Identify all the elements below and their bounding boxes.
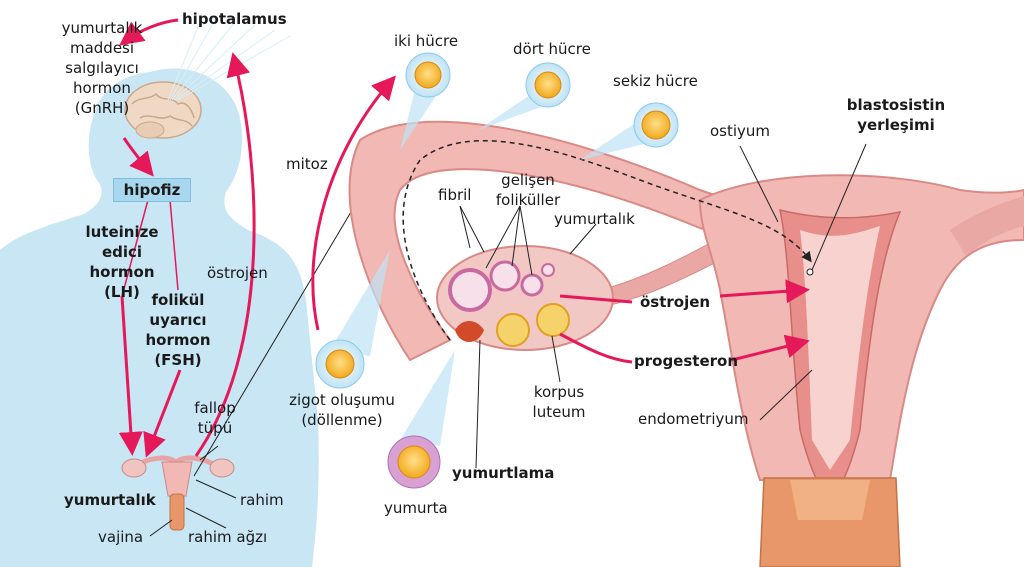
label-vajina: vajina <box>98 528 144 546</box>
label-hipofiz: hipofiz <box>113 178 191 202</box>
implantation-point <box>806 268 814 276</box>
label-yumurtalik-ovary: yumurtalık <box>554 210 635 228</box>
label-endometriyum: endometriyum <box>638 410 749 428</box>
hormone-arrows <box>118 18 256 458</box>
label-hipotalamus: hipotalamus <box>182 10 287 28</box>
label-rahim-agzi: rahim ağzı <box>188 528 268 546</box>
egg-path <box>402 140 812 341</box>
main-leader-lines <box>459 143 867 469</box>
label-yumurta: yumurta <box>384 499 448 517</box>
label-dort-hucre: dört hücre <box>513 40 591 58</box>
leader-lines <box>149 179 371 537</box>
label-ostiyum: ostiyum <box>710 122 771 140</box>
label-sekiz-hucre: sekiz hücre <box>613 72 698 90</box>
label-rahim: rahim <box>240 491 284 509</box>
cell-bubbles <box>315 52 679 489</box>
uterus-cross-section <box>348 120 1024 567</box>
label-iki-hucre: iki hücre <box>394 32 459 50</box>
main-hormone-arrows <box>311 75 810 364</box>
ovary <box>436 245 614 351</box>
label-progesteron: progesteron <box>634 352 739 370</box>
body-silhouette <box>0 68 319 567</box>
label-yumurtlama: yumurtlama <box>452 464 555 482</box>
label-yumurtalik-body: yumurtalık <box>64 491 156 509</box>
label-ostrojen-main: östrojen <box>640 293 711 311</box>
label-zigot: zigot oluşumu(döllenme) <box>289 391 395 429</box>
body-reproductive-organs <box>121 455 235 531</box>
label-fibril: fibril <box>438 186 472 204</box>
label-mitoz: mitoz <box>286 155 328 173</box>
label-ostrojen-body: östrojen <box>207 264 268 282</box>
hipotalamus-rays <box>167 19 291 101</box>
